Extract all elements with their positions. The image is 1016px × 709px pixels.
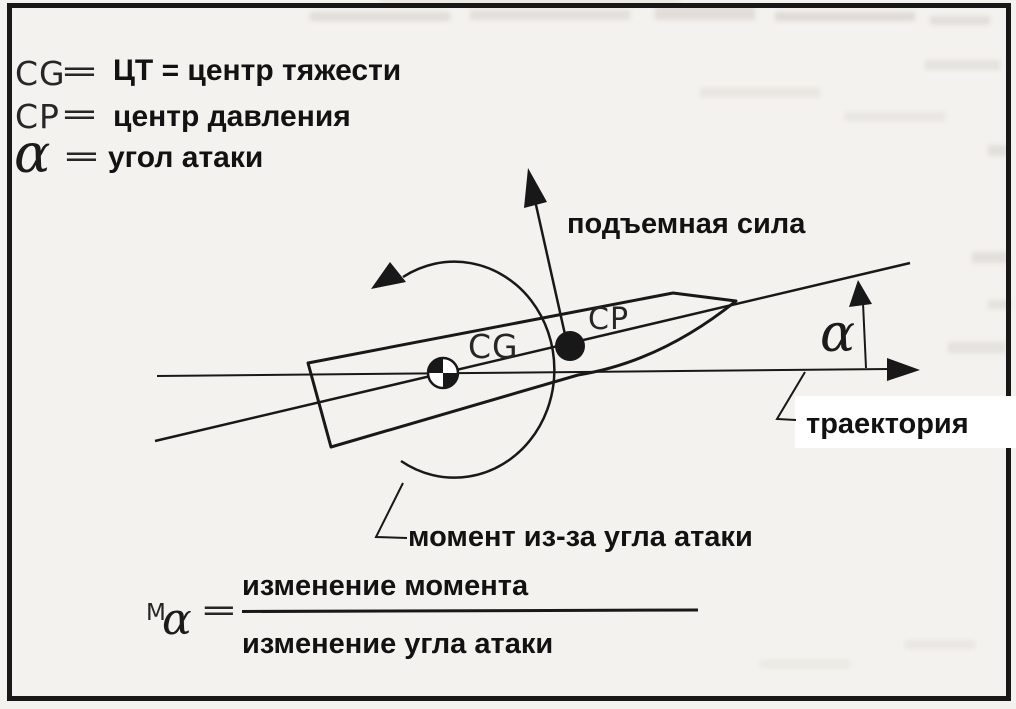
legend-alpha-symbol: α — [14, 122, 50, 185]
formula-symbol: M — [146, 600, 166, 626]
legend-cp-equals: = — [60, 97, 99, 132]
formula-equals: = — [200, 593, 238, 628]
moment-arc — [400, 260, 556, 479]
alpha-angle-arrow-line — [862, 302, 867, 369]
legend-cp-text: центр давления — [113, 100, 351, 133]
figure-border — [7, 3, 1011, 701]
label-background-patch — [795, 396, 1016, 448]
alpha-angle-label: α — [820, 304, 855, 364]
legend-cg-symbol: CG — [15, 54, 66, 93]
legend-alpha-text: угол атаки — [108, 141, 263, 174]
trajectory-line — [156, 368, 891, 377]
lift-arrowhead-icon — [524, 168, 547, 208]
formula-subscript: α — [162, 594, 192, 645]
formula-denominator: изменение угла атаки — [242, 628, 553, 660]
cg-label: CG — [468, 327, 519, 366]
legend-cg-equals: = — [60, 54, 99, 89]
legend-alpha-equals: = — [62, 139, 101, 174]
fraction-bar — [241, 608, 699, 613]
legend-cg-text: ЦТ = центр тяжести — [113, 54, 401, 87]
trajectory-arrowhead-icon — [887, 358, 920, 381]
formula-numerator: изменение момента — [242, 570, 529, 602]
cg-marker-icon — [426, 356, 460, 390]
moment-label: момент из-за угла атаки — [408, 521, 753, 553]
lift-force-label: подъемная сила — [567, 208, 806, 240]
trajectory-label: траектория — [806, 408, 969, 440]
scan-artifacts — [310, 0, 1010, 668]
alpha-arrowhead-icon — [849, 280, 872, 307]
cp-marker — [555, 331, 585, 361]
legend-cp-symbol: CP — [15, 97, 60, 136]
cp-label: CP — [588, 302, 629, 337]
moment-arrowhead-icon — [371, 262, 406, 289]
trajectory-leader-line — [775, 371, 806, 421]
moment-leader-line — [374, 482, 408, 539]
lift-arrow-line — [532, 195, 568, 340]
rocket-body — [306, 291, 738, 449]
body-axis-line — [154, 261, 911, 443]
